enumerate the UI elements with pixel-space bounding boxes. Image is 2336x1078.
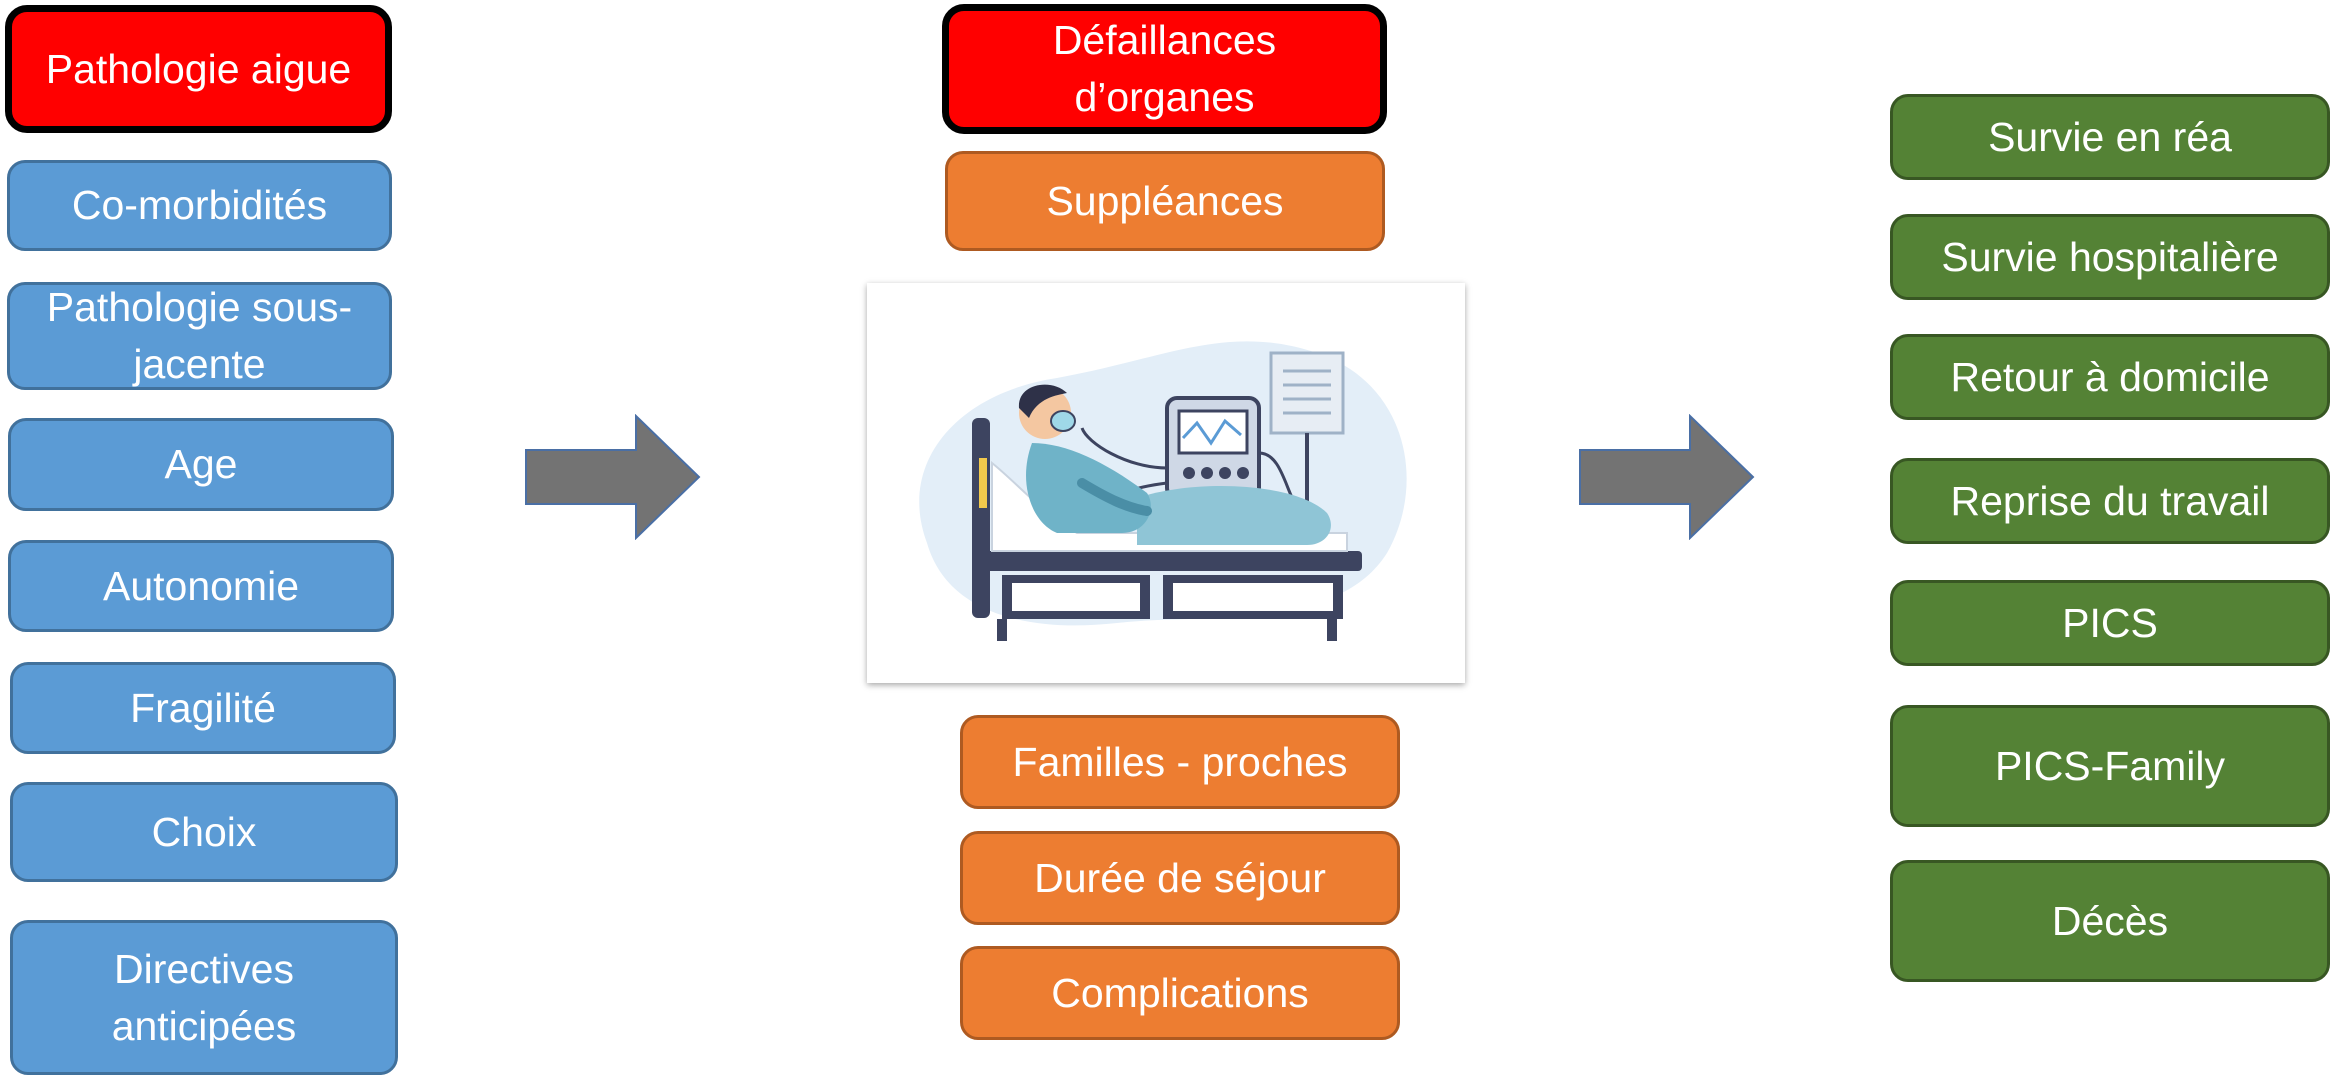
- death-box: Décès: [1890, 860, 2330, 982]
- return-to-work-box: Reprise du travail: [1890, 458, 2330, 544]
- return-home-box: Retour à domicile: [1890, 334, 2330, 420]
- complications-box: Complications: [960, 946, 1400, 1040]
- acute-pathology-box: Pathologie aigue: [5, 5, 392, 133]
- autonomy-label: Autonomie: [102, 562, 299, 609]
- organ-support-label: Suppléances: [1046, 177, 1284, 224]
- organ-support-box: Suppléances: [945, 151, 1385, 251]
- family-label: Familles - proches: [1012, 738, 1348, 785]
- advance-directives-box: Directives anticipées: [10, 920, 398, 1075]
- underlying-pathology-label: Pathologie sous-jacente: [46, 284, 353, 387]
- organ-failures-box: Défaillances d’organes: [942, 4, 1387, 134]
- pics-family-box: PICS-Family: [1890, 705, 2330, 827]
- length-of-stay-label: Durée de séjour: [1034, 854, 1326, 901]
- family-box: Familles - proches: [960, 715, 1400, 809]
- pics-family-label: PICS-Family: [1994, 742, 2226, 789]
- return-home-label: Retour à domicile: [1950, 353, 2270, 400]
- right-arrow-right: [1579, 414, 1755, 540]
- choice-label: Choix: [151, 808, 257, 855]
- frailty-label: Fragilité: [130, 684, 276, 731]
- comorbidities-label: Co-morbidités: [71, 182, 328, 229]
- comorbidities-box: Co-morbidités: [7, 160, 392, 251]
- underlying-pathology-box: Pathologie sous-jacente: [7, 282, 392, 390]
- icu-survival-label: Survie en réa: [1988, 113, 2232, 160]
- organ-failures-label: Défaillances d’organes: [1052, 17, 1277, 120]
- right-arrow-left: [525, 414, 701, 540]
- ventilator-patient-icon: [919, 341, 1407, 641]
- complications-label: Complications: [1051, 969, 1309, 1016]
- acute-pathology-label: Pathologie aigue: [45, 45, 352, 92]
- icu-patient-illustration: [867, 283, 1465, 683]
- age-box: Age: [8, 418, 394, 511]
- pics-label: PICS: [2062, 599, 2158, 646]
- age-label: Age: [164, 441, 238, 488]
- return-to-work-label: Reprise du travail: [1950, 477, 2270, 524]
- pics-box: PICS: [1890, 580, 2330, 666]
- hospital-survival-label: Survie hospitalière: [1941, 233, 2279, 280]
- hospital-survival-box: Survie hospitalière: [1890, 214, 2330, 300]
- frailty-box: Fragilité: [10, 662, 396, 754]
- icu-survival-box: Survie en réa: [1890, 94, 2330, 180]
- advance-directives-label: Directives anticipées: [111, 945, 297, 1049]
- choice-box: Choix: [10, 782, 398, 882]
- length-of-stay-box: Durée de séjour: [960, 831, 1400, 925]
- autonomy-box: Autonomie: [8, 540, 394, 632]
- death-label: Décès: [2051, 897, 2169, 944]
